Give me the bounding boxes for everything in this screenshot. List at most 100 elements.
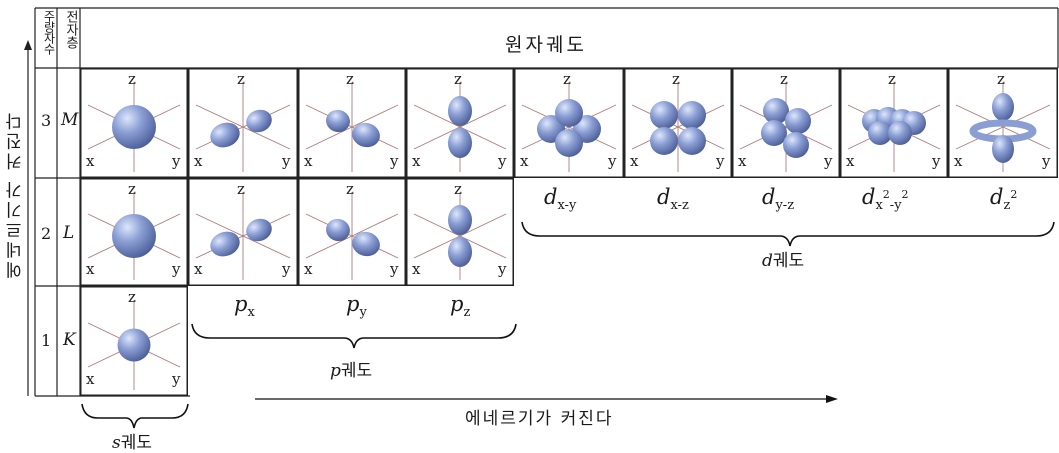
axis-z-label: z xyxy=(346,70,354,88)
orbital-3pz-cell: z x y xyxy=(406,68,514,178)
horizontal-energy-label: 에네르기가 커진다 xyxy=(465,409,614,429)
axis-y-label: y xyxy=(1041,152,1051,170)
axis-x-label: x xyxy=(194,260,203,278)
axis-y-label: y xyxy=(497,260,507,278)
orbital-3px-cell: z x y xyxy=(188,68,298,178)
label-dx2y2: dx2-y2 xyxy=(862,185,909,213)
axis-z-label: z xyxy=(563,70,571,88)
axis-x-label: x xyxy=(304,152,313,170)
axis-x-label: x xyxy=(738,152,747,170)
orbital-lobe xyxy=(650,101,678,129)
axis-z-label: z xyxy=(780,70,788,88)
axis-x-label: x xyxy=(86,152,95,170)
axis-x-label: x xyxy=(194,152,203,170)
orbital-lobe xyxy=(555,129,583,157)
axis-y-label: y xyxy=(281,152,291,170)
orbital-lobe xyxy=(246,109,272,133)
orbital-lobe xyxy=(761,120,787,146)
horizontal-energy-arrow xyxy=(255,395,838,403)
axis-z-label: z xyxy=(237,70,245,88)
s-orbital-group-label: s궤도 xyxy=(112,433,153,453)
orbital-3py-cell: z x y xyxy=(298,68,406,178)
axis-y-label: y xyxy=(171,152,181,170)
orbital-lobe xyxy=(678,101,706,129)
header-title: 원자궤도 xyxy=(505,34,587,56)
axis-x-label: x xyxy=(412,260,421,278)
orbital-1s-cell: z x y xyxy=(80,286,188,396)
col-header-shell: 전자층 xyxy=(63,10,78,49)
label-pz: pz xyxy=(450,292,471,320)
axis-y-label: y xyxy=(281,260,291,278)
s-orbital-brace xyxy=(81,403,189,429)
orbital-lobe xyxy=(326,109,350,133)
axis-x-label: x xyxy=(304,260,313,278)
axis-y-label: y xyxy=(497,152,507,170)
orbital-lobe xyxy=(112,105,156,149)
orbital-lobe xyxy=(992,135,1014,163)
orbital-3s-cell: z x y xyxy=(80,68,188,178)
label-dxz: dx-z xyxy=(657,185,689,213)
axis-z-label: z xyxy=(128,288,136,306)
label-dz2: dz2 xyxy=(990,185,1018,213)
orbital-lobe xyxy=(650,127,678,155)
orbital-3dxy-cell: z x y xyxy=(514,68,624,178)
orbital-lobe xyxy=(868,121,892,145)
orbital-lobe xyxy=(246,218,272,242)
axis-x-label: x xyxy=(412,152,421,170)
axis-y-label: y xyxy=(389,152,399,170)
orbital-3dx2y2-cell: z x y xyxy=(840,68,948,178)
axis-x-label: x xyxy=(954,152,963,170)
orbital-lobe xyxy=(783,132,809,158)
axis-y-label: y xyxy=(823,152,833,170)
orbital-lobe xyxy=(448,205,472,235)
label-dxy: dx-y xyxy=(544,185,577,213)
vertical-energy-arrow xyxy=(24,40,32,396)
label-px: px xyxy=(234,292,255,320)
orbital-lobe xyxy=(888,121,912,145)
row-3-shell: M xyxy=(61,110,79,130)
orbital-lobe xyxy=(448,237,472,267)
axis-z-label: z xyxy=(888,70,896,88)
axis-y-label: y xyxy=(607,152,617,170)
axis-x-label: x xyxy=(846,152,855,170)
axis-z-label: z xyxy=(672,70,680,88)
orbital-lobe xyxy=(448,128,472,158)
orbital-3dz2-cell: z x y xyxy=(948,68,1058,178)
orbital-lobe xyxy=(352,122,380,148)
axis-z-label: z xyxy=(128,70,136,88)
p-orbital-group-label: p궤도 xyxy=(330,361,373,381)
axis-z-label: z xyxy=(997,70,1005,88)
axis-x-label: x xyxy=(86,370,95,388)
row-2-shell: L xyxy=(63,223,75,243)
orbital-lobe xyxy=(210,231,240,257)
row-2-number: 2 xyxy=(41,224,52,243)
orbital-lobe xyxy=(112,214,156,258)
d-orbital-brace xyxy=(521,221,1055,247)
d-orbital-group-label: d궤도 xyxy=(762,251,805,271)
axis-z-label: z xyxy=(346,180,354,198)
orbital-lobe xyxy=(326,218,350,242)
axis-y-label: y xyxy=(931,152,941,170)
orbital-lobe xyxy=(678,127,706,155)
axis-y-label: y xyxy=(715,152,725,170)
axis-y-label: y xyxy=(171,370,181,388)
orbital-lobe xyxy=(117,328,151,362)
row-1-number: 1 xyxy=(41,331,52,350)
orbital-lobe xyxy=(992,93,1014,121)
orbital-lobe xyxy=(763,98,789,124)
axis-x-label: x xyxy=(86,260,95,278)
orbital-3dxz-cell: z x y xyxy=(624,68,732,178)
axis-x-label: x xyxy=(520,152,529,170)
row-3-number: 3 xyxy=(41,111,52,130)
orbital-lobe xyxy=(210,122,240,148)
orbital-lobe xyxy=(555,99,583,127)
axis-z-label: z xyxy=(454,70,462,88)
p-orbital-brace xyxy=(191,323,517,349)
orbital-3dyz-cell: z x y xyxy=(732,68,840,178)
axis-x-label: x xyxy=(630,152,639,170)
label-dyz: dy-z xyxy=(762,185,795,213)
axis-z-label: z xyxy=(454,180,462,198)
